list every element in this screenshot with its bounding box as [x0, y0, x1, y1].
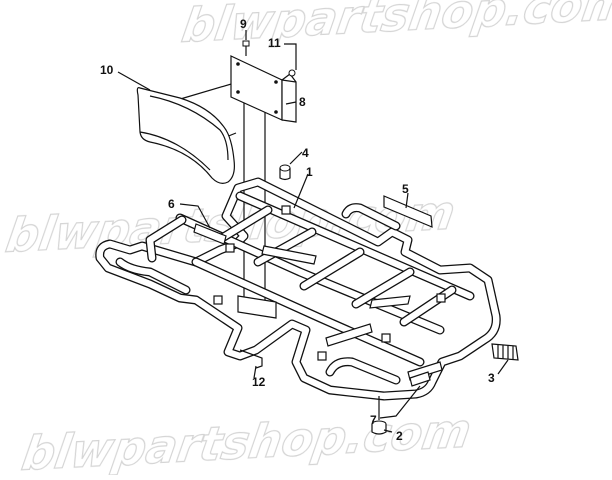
callout-4: 4: [302, 146, 309, 160]
callout-1: 1: [306, 165, 313, 179]
callout-5: 5: [402, 182, 409, 196]
assembly-guide-line: [176, 81, 239, 101]
decal: [383, 195, 433, 228]
callout-6: 6: [168, 197, 175, 211]
bushing: [279, 164, 291, 181]
clip: [239, 349, 263, 369]
callout-labels: 9 11 10 8 4 1 5 6 3 7 2 12: [100, 17, 495, 443]
leader-lines: [117, 30, 509, 433]
rubber-foot: [371, 396, 387, 435]
callout-3: 3: [488, 371, 495, 385]
callout-2: 2: [396, 429, 403, 443]
watermark-text: blwpartshop.com: [18, 404, 475, 475]
callout-7: 7: [370, 413, 377, 427]
support-bracket: [281, 73, 297, 123]
backrest-pad: [136, 87, 235, 184]
end-cap: [409, 371, 431, 387]
callout-12: 12: [252, 375, 266, 389]
nut: [288, 69, 296, 77]
screw: [242, 40, 250, 56]
callout-10: 10: [100, 63, 114, 77]
callout-8: 8: [299, 95, 306, 109]
callout-11: 11: [268, 36, 281, 50]
mounting-plate: [230, 55, 283, 121]
rubber-bumper: [491, 343, 519, 361]
rack-frame: [95, 177, 501, 401]
callout-9: 9: [240, 17, 247, 31]
